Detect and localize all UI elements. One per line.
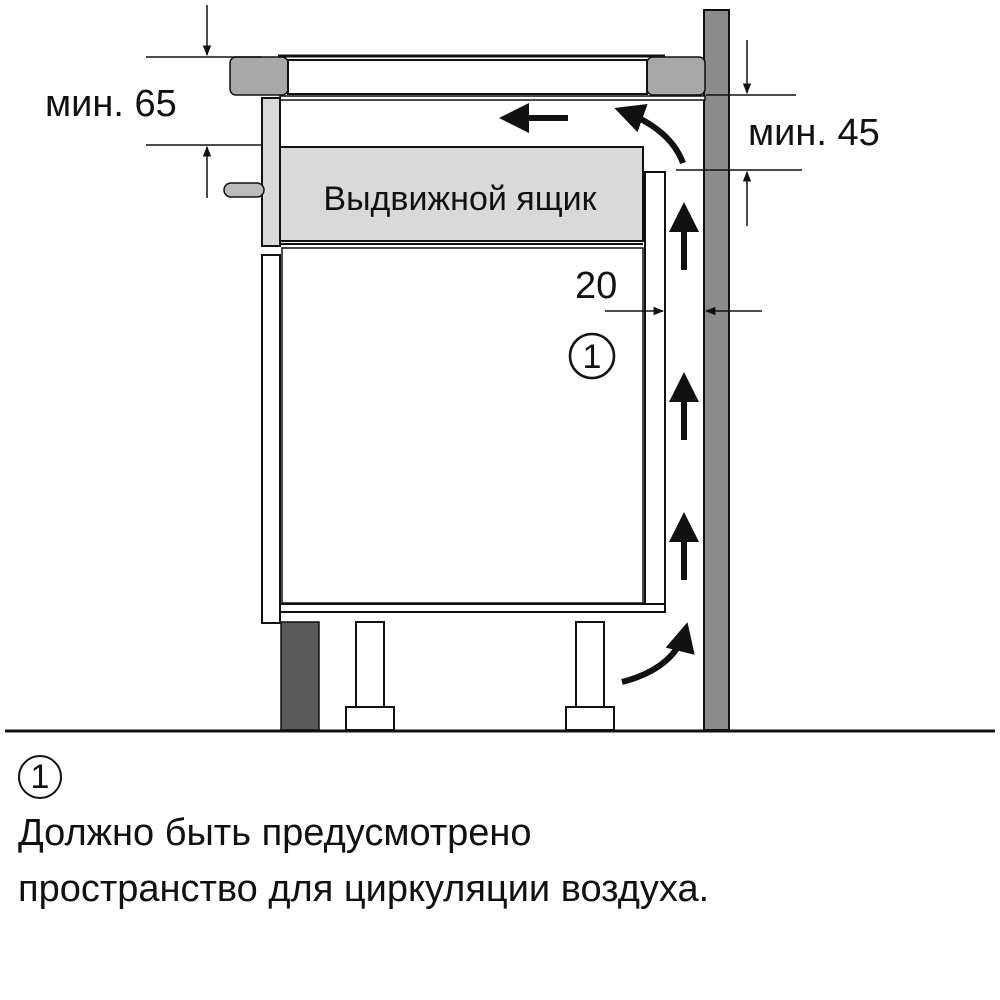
legend-note: Должно быть предусмотрено пространство д… [18,805,978,917]
hob-frame-right [646,56,706,96]
legend: 1 Должно быть предусмотрено пространство… [18,755,978,917]
cabinet-bottom [279,603,666,613]
drawer-label: Выдвижной ящик [323,180,597,218]
legend-note-line: пространство для циркуляции воздуха. [18,868,710,910]
rear-gap-label: 20 [575,265,617,307]
cabinet-back-panel [644,171,666,609]
cabinet-side-top [261,97,281,247]
legend-marker: 1 [18,755,62,799]
legend-note-line: Должно быть предусмотрено [18,812,532,854]
curved-arrow-icon [614,104,686,165]
hob-body [279,95,706,101]
callout-marker [568,332,616,380]
cabinet-side [261,254,281,624]
foot-left-base [345,706,395,731]
foot-right-base [565,706,615,731]
foot-right [575,621,605,708]
drawer [279,146,644,242]
curved-arrow-icon [621,622,695,685]
callout-marker-text: 1 [583,338,602,376]
cabinet-inner [281,247,644,604]
foot-left [355,621,385,708]
hob-glass [287,59,648,95]
top-clearance-label: мин. 65 [45,83,177,125]
drawer-handle [223,182,265,198]
hob-frame-left [229,56,289,96]
wall [703,9,730,731]
wall-gap-label: мин. 45 [748,112,880,154]
plinth [280,621,320,731]
